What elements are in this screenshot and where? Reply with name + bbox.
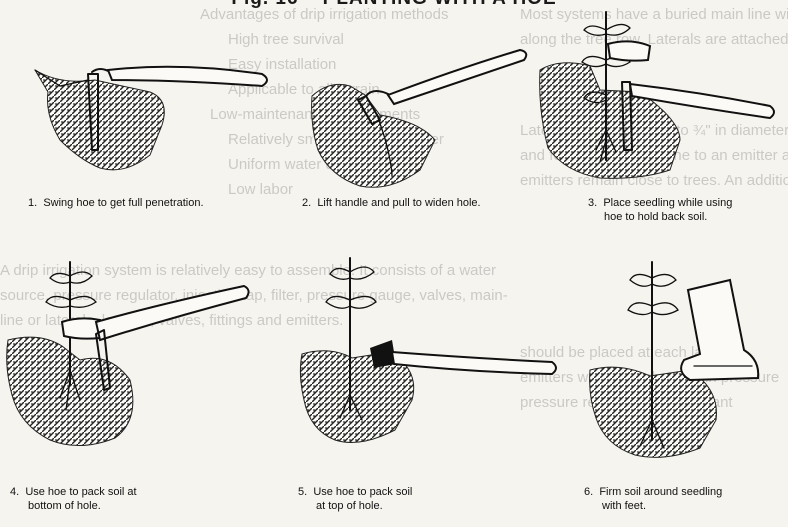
caption-text: Swing hoe to get full penetration. — [43, 197, 203, 209]
panel-3-place-seedling — [540, 12, 774, 178]
caption-number: 2. — [302, 197, 311, 209]
panel-4-pack-bottom — [7, 262, 249, 446]
caption-text-line2: with feet. — [584, 500, 646, 512]
caption-number: 1. — [28, 197, 37, 209]
caption-2: 2. Lift handle and pull to widen hole. — [302, 196, 481, 210]
caption-text: Firm soil around seedling — [599, 486, 722, 498]
caption-4: 4. Use hoe to pack soil at bottom of hol… — [10, 485, 137, 513]
panel-1-swing-hoe — [35, 67, 267, 170]
caption-text: Use hoe to pack soil at — [25, 486, 136, 498]
panel-2-lift-handle — [312, 50, 527, 187]
caption-number: 3. — [588, 197, 597, 209]
caption-1: 1. Swing hoe to get full penetration. — [28, 196, 204, 210]
caption-text: Place seedling while using — [603, 197, 732, 209]
caption-text: Lift handle and pull to widen hole. — [317, 197, 480, 209]
caption-number: 6. — [584, 486, 593, 498]
caption-text-line2: at top of hole. — [298, 500, 383, 512]
caption-text-line2: hoe to hold back soil. — [588, 211, 707, 223]
panel-6-firm-with-feet — [590, 262, 759, 457]
caption-number: 4. — [10, 486, 19, 498]
caption-text-line2: bottom of hole. — [10, 500, 101, 512]
caption-5: 5. Use hoe to pack soil at top of hole. — [298, 485, 412, 513]
caption-3: 3. Place seedling while using hoe to hol… — [588, 196, 732, 224]
caption-6: 6. Firm soil around seedling with feet. — [584, 485, 722, 513]
caption-number: 5. — [298, 486, 307, 498]
panel-5-pack-top — [300, 258, 556, 442]
caption-text: Use hoe to pack soil — [313, 486, 412, 498]
